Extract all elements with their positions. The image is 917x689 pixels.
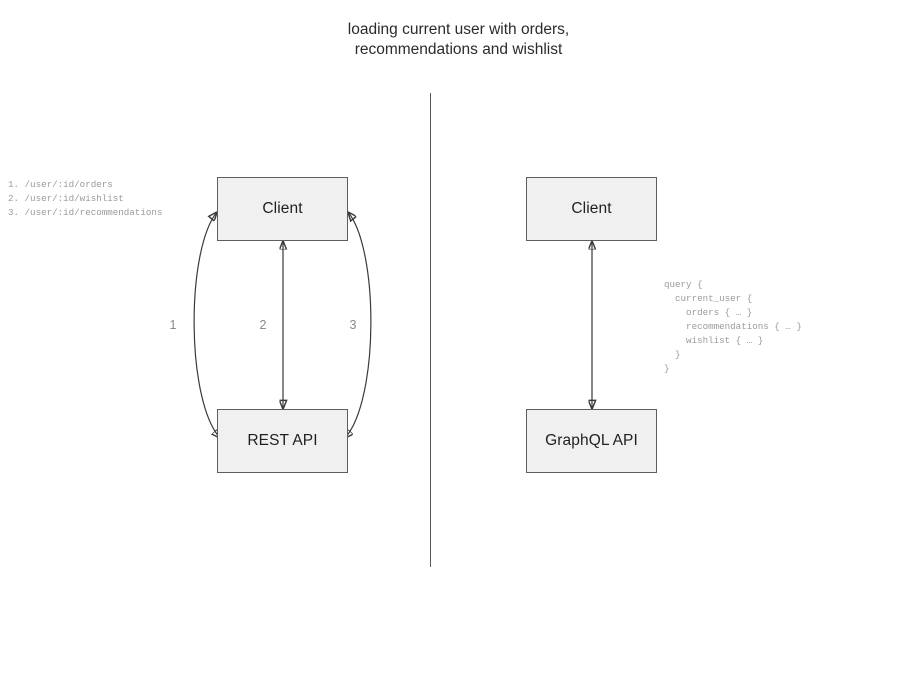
node-graphql-api[interactable]: GraphQL API (526, 409, 657, 473)
node-client-graphql[interactable]: Client (526, 177, 657, 241)
edge-label-3: 3 (349, 318, 357, 332)
vertical-divider (430, 93, 431, 567)
graphql-query-snippet: query { current_user { orders { … } reco… (664, 279, 802, 374)
page-title: loading current user with orders, recomm… (347, 21, 570, 58)
edge-label-2: 2 (259, 318, 267, 332)
edge-rest-recommendations (345, 212, 372, 438)
node-client-rest[interactable]: Client (217, 177, 348, 241)
edge-rest-orders (193, 212, 220, 438)
edge-label-1: 1 (169, 318, 177, 332)
node-rest-api[interactable]: REST API (217, 409, 348, 473)
rest-endpoint-list: 1. /user/:id/orders 2. /user/:id/wishlis… (8, 179, 163, 218)
